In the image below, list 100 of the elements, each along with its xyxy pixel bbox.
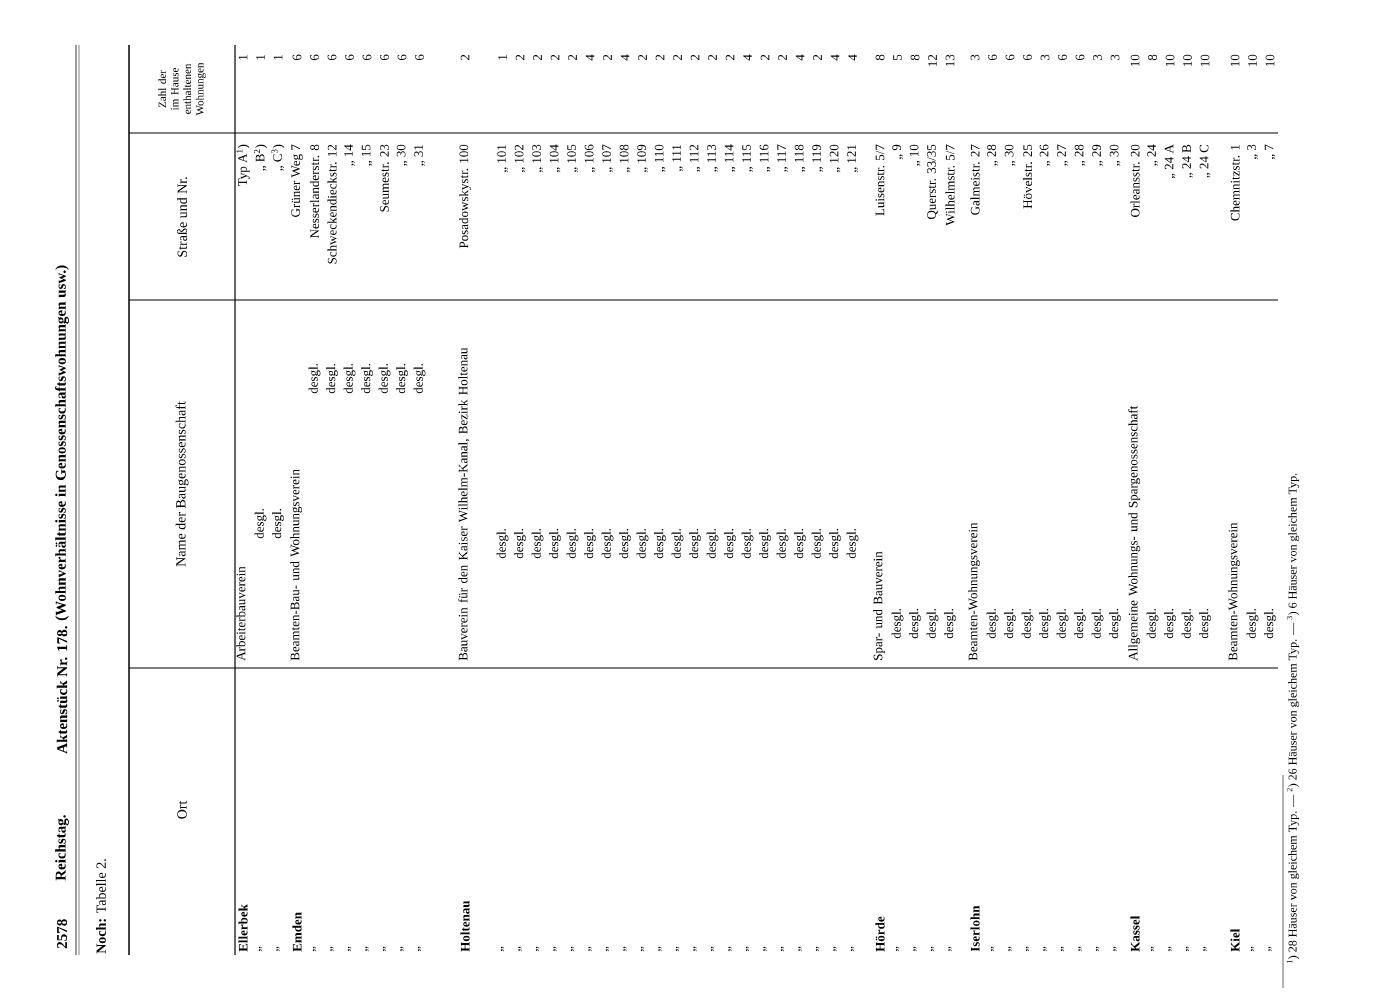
association-name: desgl. bbox=[496, 528, 509, 559]
street-address: „ 115 bbox=[742, 144, 753, 172]
dwelling-count: 3 bbox=[970, 54, 980, 61]
ditto-mark: „ bbox=[1168, 946, 1172, 952]
street-address: Querstr. 33/35 bbox=[927, 144, 938, 220]
ditto-mark: „ bbox=[330, 946, 334, 952]
ditto-mark: „ bbox=[1185, 946, 1190, 952]
dwelling-count: 4 bbox=[795, 54, 805, 61]
dwelling-count: 6 bbox=[1005, 54, 1015, 61]
dwelling-count: 2 bbox=[690, 54, 700, 61]
association-name: Beamten-Bau- und Wohnungsverein bbox=[290, 469, 303, 661]
association-name: Allgemeine Wohnungs- und Spargenossenschaft bbox=[1128, 405, 1141, 661]
street-address: Nesserlanderstr. 8 bbox=[309, 144, 320, 239]
ditto-mark: „ bbox=[1078, 946, 1082, 952]
street-address: Hövelstr. 25 bbox=[1022, 144, 1033, 209]
street-address: „ 24 bbox=[1147, 144, 1158, 166]
street-address: „ 9 bbox=[892, 144, 903, 160]
association-name: desgl. bbox=[829, 528, 841, 559]
dwelling-count: 6 bbox=[988, 54, 997, 61]
association-name: desgl. bbox=[1109, 608, 1121, 639]
street-address: „ 24 A bbox=[1164, 144, 1176, 179]
dwelling-count: 8 bbox=[875, 54, 885, 61]
association-name: desgl. bbox=[308, 363, 321, 394]
street-address: „ 118 bbox=[794, 144, 806, 172]
association-name: desgl. bbox=[1199, 608, 1211, 639]
street-address: „ 14 bbox=[344, 144, 355, 166]
dwelling-count: 8 bbox=[1148, 54, 1157, 61]
street-address: „ 121 bbox=[847, 144, 858, 173]
ditto-mark: „ bbox=[640, 946, 645, 952]
street-address: „ 110 bbox=[654, 144, 666, 172]
street-address: „ 117 bbox=[777, 144, 788, 172]
association-name: desgl. bbox=[909, 608, 921, 639]
association-name: desgl. bbox=[1056, 608, 1069, 639]
dwelling-count: 6 bbox=[310, 54, 319, 61]
ditto-mark: „ bbox=[535, 946, 540, 952]
association-name: desgl. bbox=[254, 508, 267, 539]
ditto-mark: „ bbox=[570, 946, 575, 952]
street-address: „ 27 bbox=[1057, 144, 1068, 166]
dwelling-count: 2 bbox=[603, 54, 612, 61]
association-name: desgl. bbox=[1074, 608, 1086, 639]
dwelling-count: 2 bbox=[655, 54, 665, 61]
ditto-mark: „ bbox=[1008, 946, 1012, 952]
ditto-mark: „ bbox=[1060, 946, 1065, 952]
association-name: Arbeiterbauverein bbox=[236, 566, 246, 661]
dwelling-count: 2 bbox=[813, 54, 822, 61]
association-name: desgl. bbox=[671, 528, 684, 559]
association-name: desgl. bbox=[1146, 608, 1159, 639]
association-name: desgl. bbox=[741, 528, 754, 559]
street-address: „ 112 bbox=[689, 144, 701, 172]
dwelling-count: 5 bbox=[893, 54, 902, 60]
ditto-mark: „ bbox=[518, 946, 522, 952]
ditto-mark: „ bbox=[1113, 946, 1117, 952]
association-name: desgl. bbox=[531, 528, 544, 559]
street-address: „ 24 C bbox=[1199, 144, 1211, 178]
ditto-mark: „ bbox=[990, 946, 995, 952]
street-address: „ 28 bbox=[1074, 144, 1086, 166]
ditto-mark: „ bbox=[365, 946, 369, 952]
dwelling-count: 3 bbox=[1110, 54, 1120, 61]
street-address: „ 120 bbox=[829, 144, 841, 173]
dwelling-count: 6 bbox=[345, 54, 354, 61]
street-address: „ 104 bbox=[549, 144, 561, 173]
ditto-mark: „ bbox=[382, 946, 387, 952]
running-head: Reichstag. bbox=[55, 815, 69, 881]
dwelling-count: 10 bbox=[1200, 54, 1210, 67]
dwelling-count: 2 bbox=[708, 54, 717, 61]
dwelling-count: 6 bbox=[415, 54, 424, 61]
street-address: „ 10 bbox=[909, 144, 921, 166]
dwelling-count: 1 bbox=[238, 54, 248, 60]
street-address: „ B$^{2}$) bbox=[253, 144, 268, 171]
street-address: „ 106 bbox=[584, 144, 596, 173]
dwelling-count: 2 bbox=[568, 54, 577, 61]
ditto-mark: „ bbox=[1150, 946, 1155, 952]
street-address: „ 30 bbox=[1004, 144, 1016, 166]
ditto-mark: „ bbox=[728, 946, 732, 952]
place-name: Holtenau bbox=[460, 900, 470, 952]
dwelling-count: 4 bbox=[620, 54, 630, 61]
street-address: „ 102 bbox=[514, 144, 526, 173]
association-name: desgl. bbox=[654, 528, 666, 559]
ditto-mark: „ bbox=[675, 946, 680, 952]
dwelling-count: 2 bbox=[760, 54, 770, 61]
place-name: Kiel bbox=[1230, 928, 1240, 952]
running-head: (Wohnverhältnisse in Genossenschaftswohnungen usw.) bbox=[55, 265, 69, 621]
dwelling-count: 1 bbox=[498, 54, 507, 60]
ditto-mark: „ bbox=[1203, 946, 1207, 952]
association-name: desgl. bbox=[944, 608, 956, 639]
street-address: Typ A$^{1}$) bbox=[236, 144, 250, 186]
dwelling-count: 10 bbox=[1248, 54, 1257, 67]
association-name: desgl. bbox=[361, 363, 373, 394]
dwelling-count: 2 bbox=[515, 54, 525, 61]
dwelling-count: 8 bbox=[910, 54, 920, 61]
association-name: desgl. bbox=[566, 528, 579, 559]
dwelling-count: 6 bbox=[1058, 54, 1067, 61]
street-address: Seumestr. 23 bbox=[380, 144, 389, 212]
ditto-mark: „ bbox=[710, 946, 715, 952]
street-address: „ 30 bbox=[1109, 144, 1121, 166]
street-address: Orleansstr. 20 bbox=[1130, 144, 1140, 217]
ditto-mark: „ bbox=[850, 946, 855, 952]
dwelling-count: 3 bbox=[1093, 54, 1102, 61]
association-name: desgl. bbox=[1181, 608, 1194, 639]
ditto-mark: „ bbox=[1095, 946, 1100, 952]
